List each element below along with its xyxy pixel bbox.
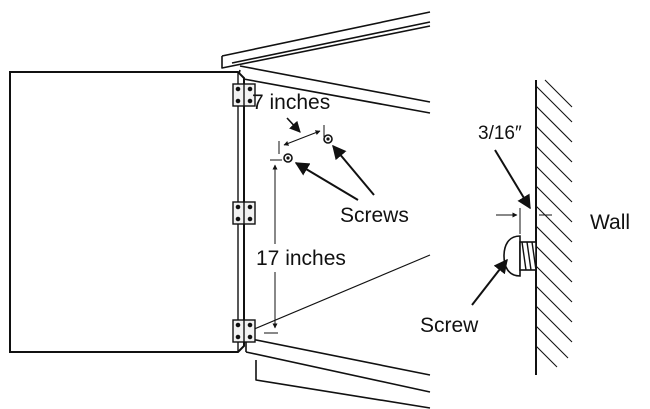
screw-marker-left [283, 153, 293, 163]
cabinet-bottom-panel [245, 337, 431, 409]
screw-head [503, 235, 521, 277]
screw-arrow [471, 258, 508, 306]
wall-hatching [535, 79, 573, 368]
door-panel [9, 71, 245, 353]
label-wall: Wall [590, 211, 630, 234]
label-screws: Screws [340, 204, 409, 227]
screws-arrows [294, 144, 375, 201]
cabinet-top-panel [221, 11, 431, 69]
hinge-top [232, 83, 256, 107]
dimension-7-inches [278, 117, 325, 154]
dimension-gap [494, 149, 552, 234]
screw-marker-right [323, 134, 333, 144]
dimension-17-inches [264, 159, 282, 334]
hinge-middle [232, 201, 256, 225]
label-7-inches: 7 inches [252, 91, 330, 114]
screw-shank [519, 241, 537, 271]
screw-threads [521, 241, 537, 271]
cabinet-interior-line [251, 254, 431, 331]
label-gap: 3/16″ [478, 123, 522, 144]
wall-screw [503, 235, 537, 277]
label-17-inches: 17 inches [256, 247, 346, 270]
wall [535, 79, 573, 375]
label-screw: Screw [420, 314, 479, 337]
cabinet-door [9, 71, 245, 353]
hinge-bottom [232, 319, 256, 343]
